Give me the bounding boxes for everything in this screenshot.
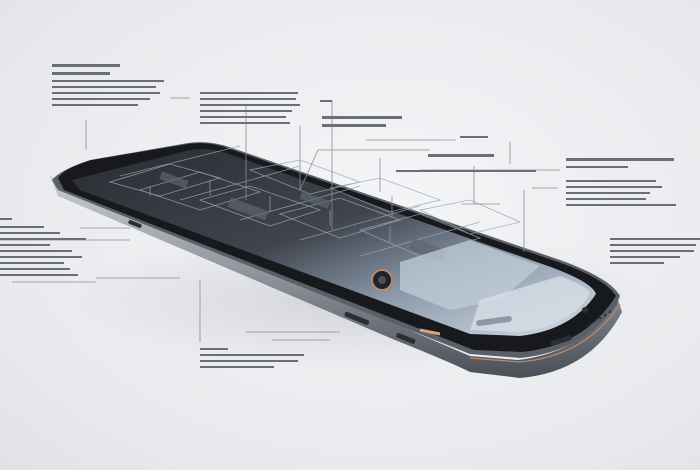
- speaker-grille: [588, 310, 612, 326]
- annotation-text-blocks: [0, 64, 700, 368]
- side-button: [344, 311, 370, 326]
- side-port: [128, 220, 142, 228]
- frame-highlight: [469, 303, 621, 363]
- phone-frame-side: [50, 176, 622, 378]
- side-button-2: [396, 333, 416, 344]
- speaker-slot: [476, 315, 512, 327]
- screen-circuit-pattern: [108, 145, 522, 257]
- usb-port: [550, 335, 572, 346]
- front-camera-icon: [582, 307, 588, 313]
- annotation-leader-lines: [0, 97, 560, 342]
- copper-trim: [419, 328, 441, 336]
